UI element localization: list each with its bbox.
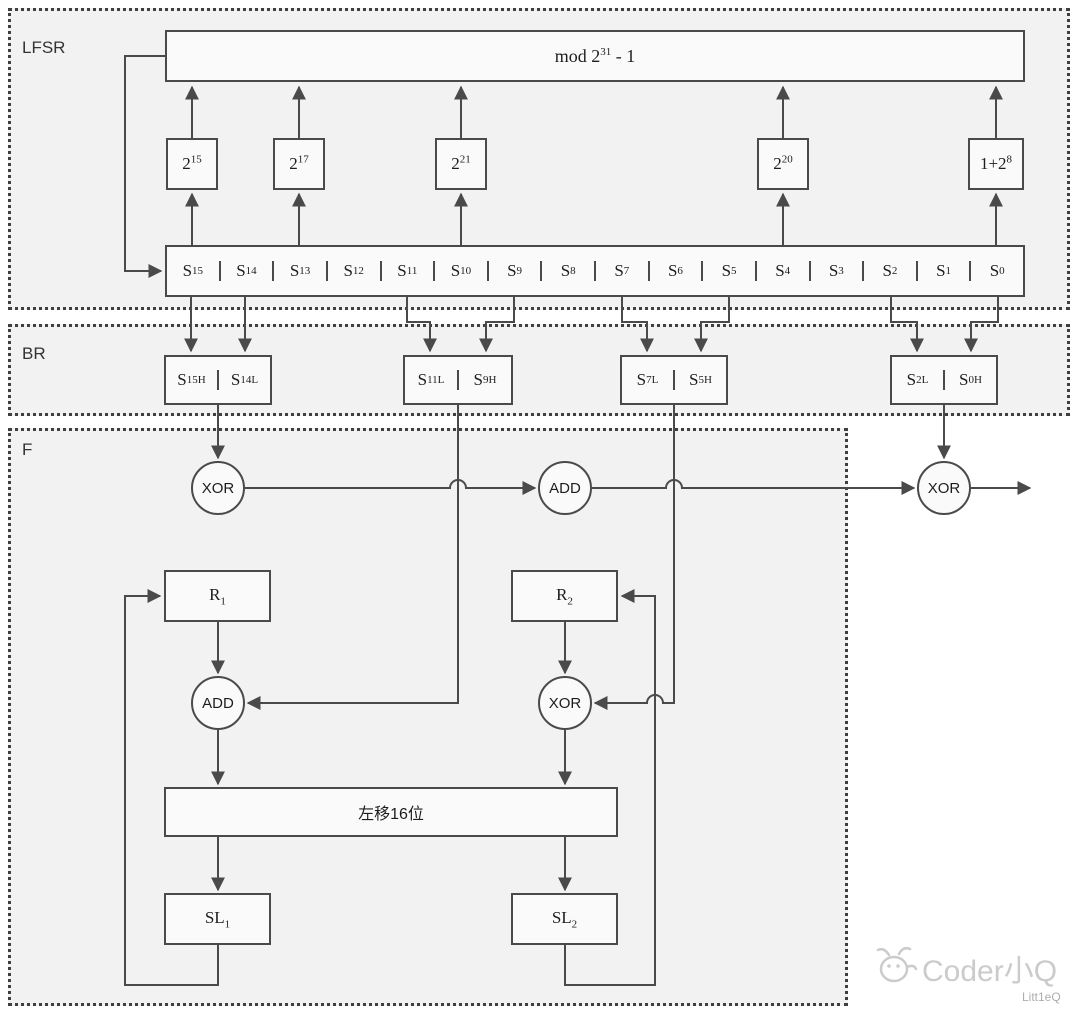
watermark-logo [874, 944, 920, 991]
add-node-top: ADD [538, 461, 592, 515]
tap-box-2p15: 215 [166, 138, 218, 190]
add-node-mid: ADD [191, 676, 245, 730]
xor-node-top-left: XOR [191, 461, 245, 515]
br-section-label: BR [22, 344, 46, 363]
mascot-icon [876, 946, 918, 983]
lfsr-section-label: LFSR [22, 38, 66, 57]
xor-node-mid: XOR [538, 676, 592, 730]
sl1-sbox: SL1 [164, 893, 271, 945]
f-section [8, 428, 848, 1006]
tap-box-2p21: 221 [435, 138, 487, 190]
tap-box-2p20: 220 [757, 138, 809, 190]
watermark-handle: Litt1eQ [1022, 990, 1061, 1004]
r2-register-box: R2 [511, 570, 618, 622]
r1-register-box: R1 [164, 570, 271, 622]
xor-node-output: XOR [917, 461, 971, 515]
mod-box-label: mod 231 - 1 [554, 45, 636, 66]
sl2-sbox: SL2 [511, 893, 618, 945]
f-section-label: F [22, 440, 33, 459]
watermark-brand: Coder小Q [922, 955, 1058, 988]
tap-box-1plus2p8: 1+28 [968, 138, 1024, 190]
tap-box-2p17: 217 [273, 138, 325, 190]
mod-box: mod 231 - 1 [165, 30, 1025, 82]
shift-left-16-box: 左移16位 [164, 787, 618, 837]
